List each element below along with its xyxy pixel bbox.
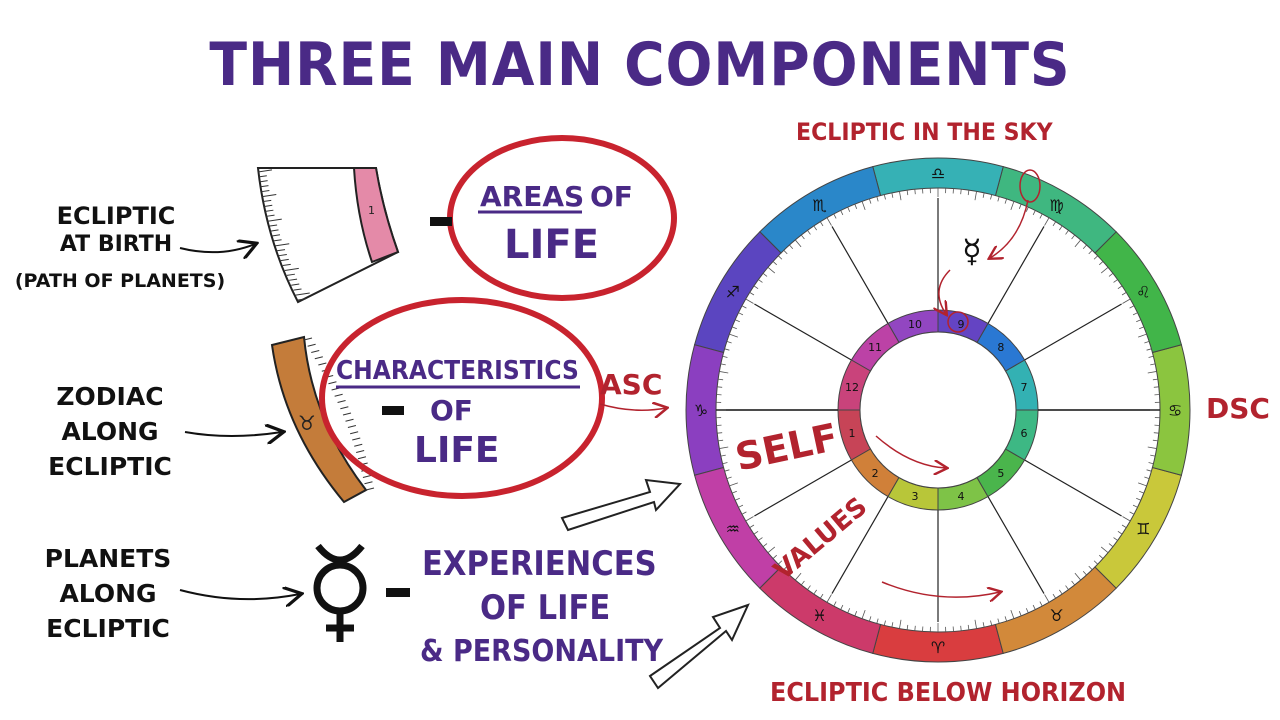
virgo-circle: [1019, 169, 1041, 203]
house-number: 9: [958, 318, 965, 331]
dsc-label: DSC: [1206, 392, 1270, 425]
house9-arrow: [939, 269, 951, 314]
areas-of-text: OF: [590, 180, 633, 213]
personality-text: & PERSONALITY: [420, 634, 664, 669]
areas-life-text: LIFE: [504, 222, 600, 268]
label-along: ALONG: [61, 417, 159, 446]
of-life-text: OF LIFE: [480, 588, 611, 628]
house-cusp-line: [1024, 303, 1122, 361]
virgo-arrow: [990, 199, 1029, 258]
arrow-zodiac: [184, 432, 282, 436]
hollow-arrow-2: [648, 603, 750, 690]
characteristics-text: CHARACTERISTICS: [336, 356, 579, 386]
mercury-icon: ☿: [962, 232, 982, 270]
house-cusp-line: [754, 303, 852, 361]
dash-1: [430, 217, 452, 226]
mercury-symbol-large: [313, 543, 367, 642]
self-arrow: [875, 435, 946, 468]
label-at-birth: AT BIRTH: [59, 232, 173, 257]
characteristics-circle: [319, 297, 605, 499]
zodiac-glyph-icon: ♓: [812, 606, 826, 625]
page-title: THREE MAIN COMPONENTS: [209, 30, 1071, 100]
label-ecliptic: ECLIPTIC: [56, 202, 176, 230]
zodiac-glyph-icon: ♎: [931, 164, 945, 183]
house-number: 2: [872, 467, 879, 480]
dash-3: [386, 588, 410, 597]
house9-circle: [947, 311, 969, 333]
zodiac-glyph-icon: ♊: [1136, 520, 1150, 539]
house-cusp-line: [754, 459, 852, 517]
zodiac-glyph-icon: ♈: [931, 638, 945, 657]
house-number: 12: [845, 381, 859, 394]
house-number: 11: [868, 341, 882, 354]
taurus-icon: ♉: [298, 411, 316, 435]
house-number: 7: [1020, 381, 1027, 394]
house-strip-number: 1: [368, 204, 375, 217]
asc-label: ASC: [600, 368, 663, 401]
characteristics-of-text: OF: [430, 394, 473, 427]
characteristics-life-text: LIFE: [414, 430, 500, 471]
house-cusp-line: [831, 496, 889, 594]
arrow-planets: [179, 590, 300, 599]
ecliptic-sky-label: ECLIPTIC IN THE SKY: [796, 118, 1053, 146]
zodiac-glyph-icon: ♒: [726, 520, 740, 539]
house-cusp-line: [987, 226, 1045, 324]
label-zodiac: ZODIAC: [56, 382, 164, 411]
hollow-arrow-1: [560, 478, 683, 532]
house-number: 1: [849, 427, 856, 440]
label-ecliptic-3: ECLIPTIC: [46, 614, 170, 643]
areas-text: AREAS: [480, 180, 585, 213]
values-arrow: [881, 581, 1000, 597]
dash-2: [382, 406, 404, 415]
zodiac-strip: ♉: [270, 335, 375, 504]
zodiac-glyph-icon: ♑: [694, 401, 708, 420]
ruler-ticks: [257, 169, 310, 301]
house-number: 3: [911, 490, 918, 503]
label-along-2: ALONG: [59, 579, 157, 608]
zodiac-glyph-icon: ♌: [1136, 283, 1150, 302]
house-number: 10: [908, 318, 922, 331]
asc-arrow: [599, 404, 666, 410]
label-planets: PLANETS: [44, 544, 172, 573]
arrow-ecliptic: [179, 244, 255, 252]
zodiac-glyph-icon: ♐: [726, 283, 740, 302]
house-number: 8: [997, 341, 1004, 354]
house-strip: [352, 167, 400, 264]
house-number: 6: [1020, 427, 1027, 440]
zodiac-glyph-icon: ♍: [1049, 196, 1063, 215]
zodiac-glyph-icon: ♋: [1168, 401, 1182, 420]
house-cusp-line: [987, 496, 1045, 594]
chart-center: [859, 331, 1017, 489]
ecliptic-segment: 1: [256, 167, 400, 304]
zodiac-glyph-icon: ♉: [1049, 606, 1063, 625]
house-cusp-line: [831, 226, 889, 324]
ecliptic-below-label: ECLIPTIC BELOW HORIZON: [770, 678, 1127, 708]
label-path-of-planets: (PATH OF PLANETS): [14, 270, 226, 292]
house-number: 4: [958, 490, 965, 503]
areas-circle: [447, 135, 677, 301]
label-ecliptic-2: ECLIPTIC: [48, 452, 172, 481]
house-cusp-line: [1024, 459, 1122, 517]
experiences-text: EXPERIENCES: [422, 544, 657, 584]
house-number: 5: [997, 467, 1004, 480]
zodiac-glyph-icon: ♏: [812, 196, 826, 215]
